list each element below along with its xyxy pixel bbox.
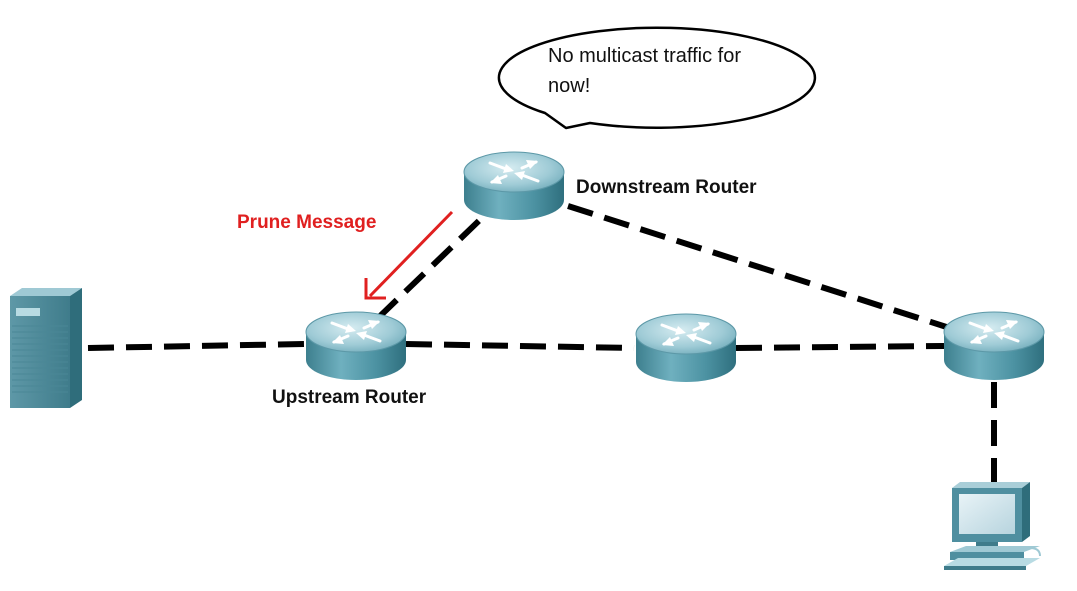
link-downstream-right: [567, 203, 957, 333]
upstream-router-label: Upstream Router: [272, 387, 427, 408]
server-icon: [10, 288, 82, 408]
speech-bubble-line-1: No multicast traffic for: [548, 45, 741, 67]
speech-bubble-line-2: now!: [548, 75, 590, 97]
downstream-router-label: Downstream Router: [576, 177, 757, 198]
speech-bubble: No multicast traffic for now!: [497, 26, 817, 130]
upstream-router-icon: [304, 310, 408, 382]
middle-router-icon: [634, 312, 738, 384]
prune-arrow: [364, 210, 454, 300]
link-upstream-downstream: [375, 211, 489, 321]
link-server-upstream: [87, 341, 305, 351]
right-router-icon: [942, 310, 1046, 382]
downstream-router-icon: [462, 150, 566, 222]
prune-message-label: Prune Message: [237, 212, 376, 233]
link-middle-right: [735, 343, 945, 351]
link-upstream-middle: [405, 341, 635, 351]
pc-icon: [944, 482, 1041, 570]
links: [87, 203, 997, 488]
